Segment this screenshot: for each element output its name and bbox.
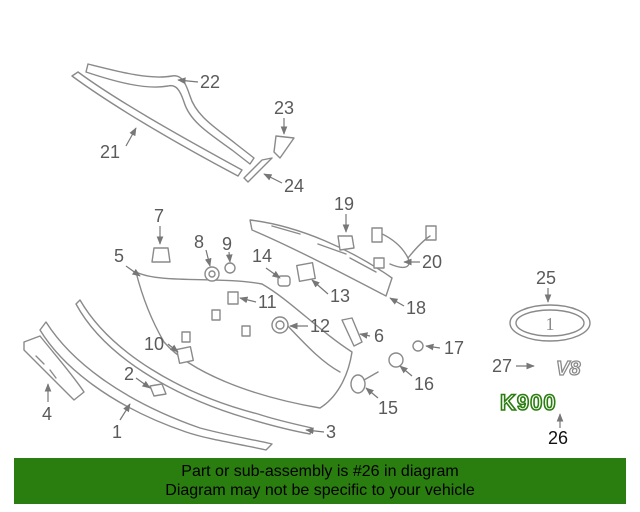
part-11-clip[interactable] [227, 291, 239, 305]
part-19-clip[interactable] [337, 235, 355, 251]
callout-12[interactable]: 12 [310, 316, 330, 336]
part-22-seal[interactable] [85, 63, 255, 165]
part-10-clip[interactable] [175, 345, 195, 365]
callout-27[interactable]: 27 [492, 356, 512, 376]
part-26-k900-emblem[interactable]: K900 [499, 389, 557, 416]
callout-20[interactable]: 20 [422, 252, 442, 272]
info-banner: Part or sub-assembly is #26 in diagram D… [14, 458, 626, 504]
callout-17[interactable]: 17 [444, 338, 464, 358]
callout-8[interactable]: 8 [194, 232, 204, 252]
callout-24[interactable]: 24 [284, 176, 304, 196]
part-17-washer[interactable] [412, 340, 424, 352]
callout-9[interactable]: 9 [222, 234, 232, 254]
callout-16[interactable]: 16 [414, 374, 434, 394]
part-5-rear-panel[interactable] [135, 271, 353, 409]
k900-emblem-text: K900 [500, 390, 557, 415]
part-25-oval-emblem[interactable]: 1 [509, 304, 591, 342]
callout-2[interactable]: 2 [124, 364, 134, 384]
callout-25[interactable]: 25 [536, 268, 556, 288]
part-13-bracket[interactable] [296, 262, 316, 282]
part-23-bracket[interactable] [273, 135, 295, 159]
part-20-harness[interactable] [371, 225, 437, 269]
parts-diagram: 1 V8 K900 22 21 [23, 63, 591, 451]
callout-10[interactable]: 10 [144, 334, 164, 354]
callout-1[interactable]: 1 [112, 422, 122, 442]
callout-5[interactable]: 5 [114, 246, 124, 266]
callout-23[interactable]: 23 [274, 98, 294, 118]
part-16-nut[interactable] [388, 352, 404, 368]
callout-14[interactable]: 14 [252, 246, 272, 266]
part-15-bolt[interactable] [350, 371, 379, 394]
part-27-v8-emblem[interactable]: V8 [555, 357, 582, 380]
part-9-washer[interactable] [224, 262, 236, 274]
callout-13[interactable]: 13 [330, 286, 350, 306]
leader-lines [44, 77, 564, 435]
part-14-clip[interactable] [277, 275, 291, 287]
callout-7[interactable]: 7 [154, 206, 164, 226]
banner-line-1: Part or sub-assembly is #26 in diagram [181, 463, 459, 480]
callout-22[interactable]: 22 [200, 72, 220, 92]
callout-19[interactable]: 19 [334, 194, 354, 214]
part-7-grommet[interactable] [151, 247, 171, 263]
callout-18[interactable]: 18 [406, 298, 426, 318]
v8-emblem-text: V8 [556, 358, 581, 380]
part-24-trim[interactable] [243, 157, 273, 183]
callout-26-highlighted[interactable]: 26 [548, 428, 568, 448]
part-4-corner-bracket[interactable] [23, 335, 85, 401]
callout-labels: 22 21 23 24 19 20 7 8 9 14 13 18 5 11 12… [42, 72, 568, 448]
callout-15[interactable]: 15 [378, 398, 398, 418]
callout-21[interactable]: 21 [100, 142, 120, 162]
part-1-lower-lip[interactable] [39, 321, 273, 451]
part-8-push-pin[interactable] [204, 266, 220, 282]
part-6-bracket[interactable] [341, 317, 363, 347]
part-18-garnish[interactable] [249, 219, 393, 297]
callout-4[interactable]: 4 [42, 404, 52, 424]
part-12-grommet[interactable] [271, 316, 289, 334]
part-2-clip[interactable] [149, 383, 167, 397]
callout-11[interactable]: 11 [258, 292, 277, 312]
callout-3[interactable]: 3 [326, 422, 336, 442]
banner-line-2: Diagram may not be specific to your vehi… [165, 482, 475, 499]
part-21-molding-strip[interactable] [71, 71, 243, 177]
callout-6[interactable]: 6 [374, 326, 384, 346]
oval-emblem-letter: 1 [546, 314, 555, 334]
